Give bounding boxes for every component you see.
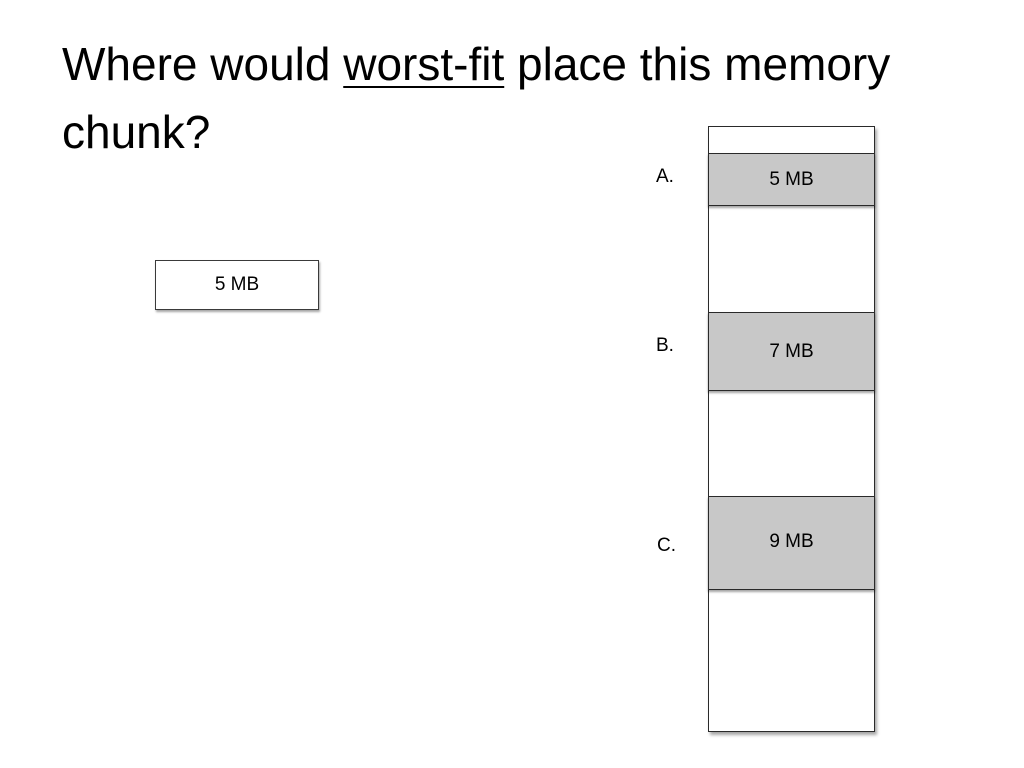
title-suffix: place this memory chunk? [62,38,891,158]
option-label-b: B. [656,335,674,356]
memory-chunk-label: 5 MB [214,274,260,295]
memory-block-c[interactable]: 9 MB [708,496,875,590]
option-label-c: C. [657,535,676,556]
memory-block-a[interactable]: 5 MB [708,153,875,206]
memory-column: 5 MB 7 MB 9 MB [708,126,875,732]
title-emphasis: worst-fit [343,38,505,90]
memory-chunk-box[interactable]: 5 MB [155,260,319,310]
memory-block-b[interactable]: 7 MB [708,312,875,391]
slide-title: Where would worst-fit place this memory … [62,30,962,166]
option-label-a: A. [656,166,674,187]
memory-block-a-label: 5 MB [769,169,814,190]
memory-block-b-label: 7 MB [769,341,814,362]
title-prefix: Where would [62,38,344,90]
memory-block-c-label: 9 MB [769,531,814,552]
